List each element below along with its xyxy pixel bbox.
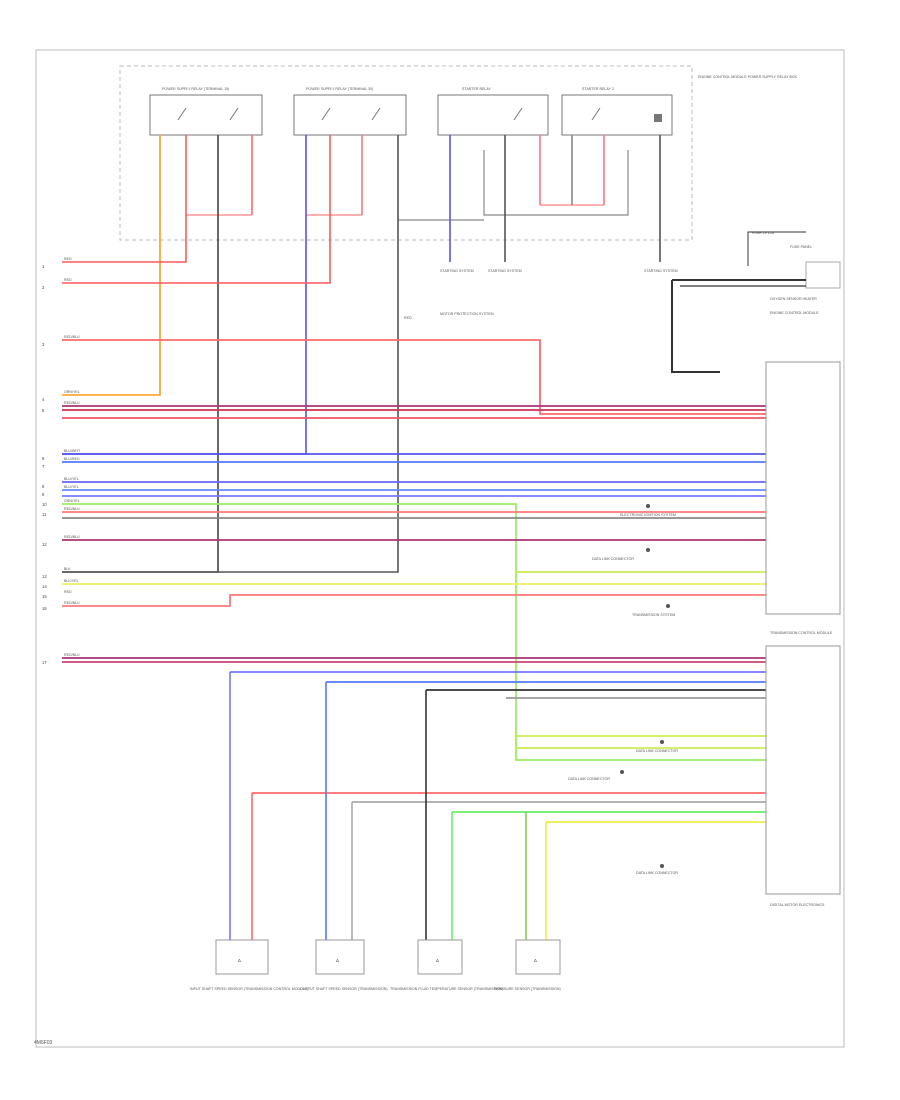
note-dlc-2: DATA LINK CONNECTOR <box>568 777 610 781</box>
sensor-3-label: TRANSMISSION FLUID TEMPERATURE SENSOR (T… <box>390 987 503 991</box>
wire-9: BLU/YEL <box>64 485 79 489</box>
wire-2: RED <box>64 278 72 282</box>
wire-5: RED/BLU <box>64 401 80 405</box>
note-dlc-3: DATA LINK CONNECTOR <box>636 749 678 753</box>
vertical-wires <box>62 135 661 573</box>
sensor-2: Δ OUTPUT SHAFT SPEED SENSOR (TRANSMISSIO… <box>300 939 388 991</box>
pin-6: 6 <box>42 456 45 461</box>
right-notes: ELECTRONIC IGNITION SYSTEM DATA LINK CON… <box>568 504 678 875</box>
wire-1: RED <box>64 257 72 261</box>
sensor-2-symbol: Δ <box>336 958 339 963</box>
wire-10: GRN/YEL <box>64 499 80 503</box>
pin-2: 2 <box>42 285 45 290</box>
data-link-cable <box>671 231 806 373</box>
pin-15: 15 <box>42 594 47 599</box>
dme-label: DIGITAL MOTOR ELECTRONICS <box>770 903 825 907</box>
relay-1: POWER SUPPLY RELAY (TERMINAL 15) <box>149 87 263 136</box>
note-ignition: ELECTRONIC IGNITION SYSTEM <box>620 513 676 517</box>
sensor-1: Δ INPUT SHAFT SPEED SENSOR (TRANSMISSION… <box>190 939 308 991</box>
sensor-1-label: INPUT SHAFT SPEED SENSOR (TRANSMISSION C… <box>190 987 308 991</box>
pin-1: 1 <box>42 264 45 269</box>
ecm-block <box>765 361 841 615</box>
wire-3: RED/BLU <box>64 335 80 339</box>
relay-4-label: STARTER RELAY 2 <box>582 87 614 91</box>
sensor-wires <box>229 672 547 940</box>
fuse-label: FUSE 29 10A <box>752 231 775 235</box>
pin-7: 7 <box>42 464 45 469</box>
starter-label-c: STARTING SYSTEM <box>644 269 678 273</box>
pin-13: 13 <box>42 574 47 579</box>
pin-12: 12 <box>42 542 47 547</box>
sensor-3-symbol: Δ <box>436 958 439 963</box>
fuse-box-label: FUSE PANEL <box>790 245 812 249</box>
pin-8: 8 <box>42 484 45 489</box>
starter-label-b: STARTING SYSTEM <box>488 269 522 273</box>
sensor-4-symbol: Δ <box>534 958 537 963</box>
horizontal-wires <box>62 339 766 823</box>
tcm-label: TRANSMISSION CONTROL MODULE <box>770 631 833 635</box>
motor-wire-label: RED <box>404 316 412 320</box>
relay-3: STARTER RELAY <box>437 87 549 136</box>
pin-3: 3 <box>42 342 45 347</box>
footer-code: 4M6F03 <box>34 1040 53 1046</box>
engine-module-label: ENGINE CONTROL MODULE <box>770 311 819 315</box>
left-pin-labels: 1 RED 2 RED 3 RED/BLU 4 ORN/YEL 5 RED/BL… <box>42 257 81 665</box>
sensor-1-symbol: Δ <box>238 958 241 963</box>
pin-11: 11 <box>42 512 47 517</box>
sensor-4-label: PRESSURE SENSOR (TRANSMISSION) <box>494 987 561 991</box>
sensor-2-label: OUTPUT SHAFT SPEED SENSOR (TRANSMISSION) <box>300 987 388 991</box>
starter-label-a: STARTING SYSTEM <box>440 269 474 273</box>
wire-11: RED/BLU <box>64 507 80 511</box>
note-dlc-1: DATA LINK CONNECTOR <box>592 557 634 561</box>
pin-5: 5 <box>42 408 45 413</box>
pin-9: 9 <box>42 492 45 497</box>
pin-16: 16 <box>42 606 47 611</box>
pin-17: 17 <box>42 660 47 665</box>
wire-15: RED <box>64 590 72 594</box>
relay-box <box>119 65 693 241</box>
fuse-box <box>805 261 841 289</box>
wire-6: BLU/WHT <box>64 449 81 453</box>
ecm-label: OXYGEN SENSOR HEATER <box>770 297 817 301</box>
relay-2-label: POWER SUPPLY RELAY (TERMINAL 30) <box>306 87 373 91</box>
relay-4: STARTER RELAY 2 <box>561 87 673 136</box>
relay-3-label: STARTER RELAY <box>462 87 492 91</box>
relay-1-label: POWER SUPPLY RELAY (TERMINAL 15) <box>162 87 229 91</box>
note-dlc-4: DATA LINK CONNECTOR <box>636 871 678 875</box>
note-transmission: TRANSMISSION SYSTEM <box>632 613 675 617</box>
relay-2: POWER SUPPLY RELAY (TERMINAL 30) <box>293 87 407 136</box>
wire-7: BLU/RED <box>64 457 80 461</box>
diagram-frame <box>35 49 845 1048</box>
wire-12: RED/BLU <box>64 535 80 539</box>
pin-10: 10 <box>42 502 47 507</box>
wire-13: BLK <box>64 567 71 571</box>
pin-14: 14 <box>42 584 47 589</box>
motor-note: MOTOR PROTECTION SYSTEM <box>440 312 494 316</box>
pin-4: 4 <box>42 397 45 402</box>
wire-4: ORN/YEL <box>64 390 80 394</box>
wire-16: RED/BLU <box>64 601 80 605</box>
sensor-4: Δ PRESSURE SENSOR (TRANSMISSION) <box>494 939 561 991</box>
sensor-3: Δ TRANSMISSION FLUID TEMPERATURE SENSOR … <box>390 939 503 991</box>
wire-17: RED/BLU <box>64 653 80 657</box>
relay-box-note: ENGINE CONTROL MODULE POWER SUPPLY RELAY… <box>698 75 798 79</box>
wire-8: BLU/YEL <box>64 477 79 481</box>
wire-14: BLK/YEL <box>64 579 79 583</box>
tcm-block <box>765 645 841 895</box>
